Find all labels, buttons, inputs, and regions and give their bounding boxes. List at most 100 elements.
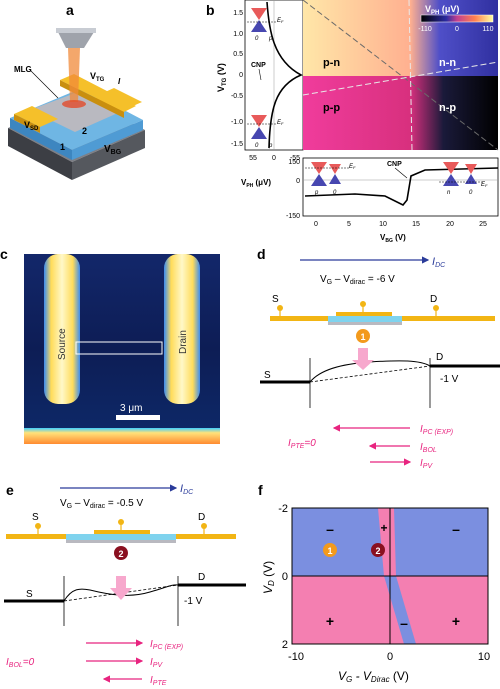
svg-text:IPTE: IPTE <box>150 675 167 687</box>
f-y-ticks: -2 0 2 <box>278 503 288 651</box>
svg-text:I: I <box>118 77 121 86</box>
svg-text:–: – <box>452 521 460 537</box>
svg-text:5: 5 <box>347 221 351 228</box>
badge-2 <box>114 546 128 560</box>
scan-region-box <box>75 341 163 355</box>
svg-text:VG – Vdirac = -6 V: VG – Vdirac = -6 V <box>320 274 395 286</box>
colorbar-ticks: -110 0 110 <box>418 26 493 33</box>
svg-text:VPH (μV): VPH (μV) <box>425 4 459 16</box>
svg-text:p: p <box>268 36 273 42</box>
svg-text:CNP: CNP <box>387 161 402 168</box>
left-x-ticks: 55 0 -55 <box>249 155 300 162</box>
svg-text:EF: EF <box>277 120 284 126</box>
panel-letter-a: a <box>66 2 74 18</box>
region-p-p: p-p <box>323 102 340 114</box>
panel-letter-e: e <box>6 482 14 498</box>
svg-text:IPV: IPV <box>420 458 433 470</box>
label-mlg: MLG <box>14 65 32 74</box>
svg-text:D: D <box>436 352 443 363</box>
svg-text:15: 15 <box>412 221 420 228</box>
svg-text:0: 0 <box>255 36 259 42</box>
svg-text:20: 20 <box>446 221 454 228</box>
svg-text:2: 2 <box>82 126 87 136</box>
svg-text:3 μm: 3 μm <box>120 403 142 414</box>
svg-text:IDC: IDC <box>180 483 194 496</box>
svg-text:p: p <box>268 143 273 149</box>
region-blue-top-left <box>292 508 384 576</box>
svg-text:55: 55 <box>249 155 257 162</box>
dirac-cones-top-left: EF 0 p <box>247 8 284 42</box>
svg-text:0: 0 <box>469 190 473 196</box>
device-schematic-3d: MLG VTG I VSD 2 1 VBG <box>8 28 145 180</box>
svg-text:+: + <box>380 521 387 535</box>
scanning-photocurrent-image: Source Drain 3 μm <box>24 254 220 444</box>
svg-text:1.5: 1.5 <box>233 10 243 17</box>
drain-strip <box>164 254 200 404</box>
svg-text:VG – Vdirac = -0.5 V: VG – Vdirac = -0.5 V <box>60 498 144 510</box>
source-strip <box>44 254 80 404</box>
svg-text:CNP: CNP <box>251 62 266 69</box>
bottom-x-ticks: 0 5 10 15 20 25 <box>314 221 487 228</box>
svg-text:VG - VDirac (V): VG - VDirac (V) <box>338 669 409 684</box>
region-blue-wedge <box>384 576 416 644</box>
svg-text:1.0: 1.0 <box>233 31 243 38</box>
svg-text:EF: EF <box>277 18 284 24</box>
sign-labels: – + – + – + <box>326 521 460 631</box>
svg-text:–: – <box>400 615 408 631</box>
svg-text:VD (V): VD (V) <box>261 561 276 594</box>
svg-text:Drain: Drain <box>178 330 189 354</box>
svg-text:25: 25 <box>479 221 487 228</box>
svg-text:2: 2 <box>375 546 380 556</box>
svg-text:n: n <box>447 190 451 196</box>
svg-text:+: + <box>452 613 460 629</box>
band-diagram-case-1: IDC VG – Vdirac = -6 V S D 1 S D -1 V IP… <box>260 256 500 470</box>
region-n-n: n-n <box>439 57 456 69</box>
region-n-p: n-p <box>439 102 456 114</box>
svg-text:+: + <box>326 613 334 629</box>
svg-text:D: D <box>198 572 205 583</box>
svg-text:1: 1 <box>327 546 332 556</box>
svg-text:IPC (EXP): IPC (EXP) <box>420 424 453 436</box>
dirac-cones-bottom-left: EF 0 p <box>247 115 284 149</box>
svg-text:p: p <box>314 190 319 196</box>
objective-lens <box>58 32 94 48</box>
svg-text:S: S <box>32 512 39 523</box>
svg-text:VTG (V): VTG (V) <box>216 63 228 92</box>
svg-text:0: 0 <box>282 571 288 583</box>
svg-text:-1 V: -1 V <box>440 374 459 385</box>
left-y-ticks: 1.5 1.0 0.5 0 -0.5 -1.0 -1.5 <box>231 10 243 148</box>
svg-text:2: 2 <box>282 639 288 651</box>
svg-text:VTG: VTG <box>90 71 105 83</box>
bottom-vph-trace <box>304 167 499 207</box>
region-p-n: p-n <box>323 57 340 69</box>
svg-text:D: D <box>198 512 205 523</box>
svg-text:0: 0 <box>296 178 300 185</box>
svg-text:D: D <box>430 294 437 305</box>
svg-text:0: 0 <box>272 155 276 162</box>
scale-bar <box>116 415 160 420</box>
svg-text:VBG (V): VBG (V) <box>380 233 406 244</box>
bottom-y-ticks: 150 0 -150 <box>286 159 300 220</box>
svg-text:150: 150 <box>288 159 300 166</box>
svg-text:110: 110 <box>482 26 493 33</box>
svg-text:-1.0: -1.0 <box>231 119 243 126</box>
svg-text:-110: -110 <box>418 26 432 33</box>
svg-text:1: 1 <box>60 142 65 152</box>
substrate-right-face <box>72 130 145 180</box>
svg-text:EF: EF <box>481 182 488 188</box>
svg-text:-1.5: -1.5 <box>231 141 243 148</box>
svg-text:-55: -55 <box>290 155 300 162</box>
colorbar <box>420 14 494 23</box>
svg-text:VBG: VBG <box>104 144 122 156</box>
svg-text:0.5: 0.5 <box>233 51 243 58</box>
svg-text:EF: EF <box>349 164 356 170</box>
svg-text:-10: -10 <box>288 651 304 663</box>
band-diagram-case-2: IDC VG – Vdirac = -0.5 V S D 2 S D -1 V … <box>4 483 246 687</box>
photovoltage-map: EF 0 p EF 0 p CNP 1.5 1.0 0.5 0 -0.5 -1.… <box>216 0 499 244</box>
svg-text:Source: Source <box>57 328 68 360</box>
svg-text:2: 2 <box>118 549 123 559</box>
laser-beam <box>68 48 80 102</box>
svg-text:-0.5: -0.5 <box>231 93 243 100</box>
light-arrow <box>352 348 374 370</box>
badge-1 <box>356 329 370 343</box>
